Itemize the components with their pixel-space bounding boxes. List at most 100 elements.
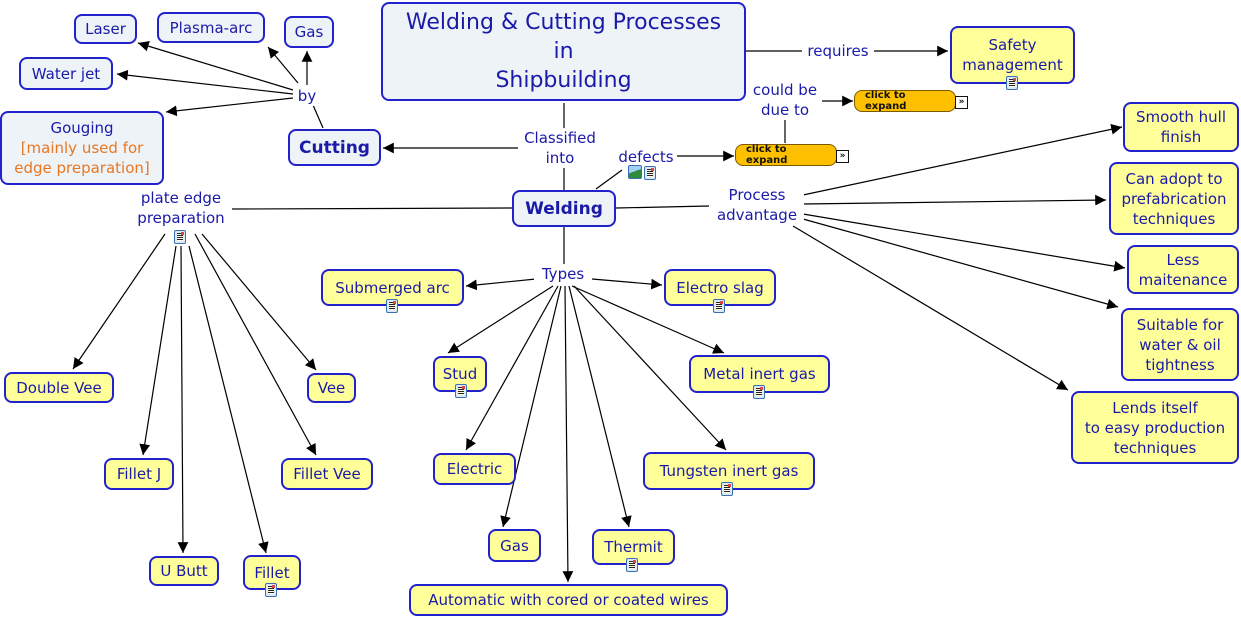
link-advantage-maint [802,213,1126,272]
thermit-label: Thermit [604,538,663,556]
root-concept-welding-cutting-shipbuilding[interactable]: Welding & Cutting Processes in Shipbuild… [381,2,746,101]
document-resource-icon[interactable] [174,230,186,244]
root-line-2: in [553,39,574,64]
cutting-label: Cutting [299,137,370,158]
document-resource-icon[interactable] [265,583,277,597]
document-resource-icon[interactable] [455,384,467,398]
link-types-thermit [568,285,632,528]
process-advantage-line-1: Process [728,186,786,204]
electric-label: Electric [446,460,503,478]
tungsten-inert-gas-label: Tungsten inert gas [659,462,799,480]
concept-fillet-vee[interactable]: Fillet Vee [281,458,373,490]
link-edgeprep-fillet [188,245,269,554]
link-by-laser [137,40,294,91]
link-types-electroslag [591,278,663,290]
classified-line-2: into [545,149,575,167]
document-resource-icon[interactable] [386,299,398,313]
laser-label: Laser [85,20,126,38]
concept-automatic-cored-coated-wires[interactable]: Automatic with cored or coated wires [409,584,728,616]
link-types-submerged [465,278,537,291]
document-resource-icon[interactable] [721,482,733,496]
concept-vee[interactable]: Vee [307,373,356,403]
concept-u-butt[interactable]: U Butt [149,556,219,586]
process-advantage-line-2: advantage [716,206,798,224]
fillet-vee-label: Fillet Vee [293,465,361,483]
could-be-line-2: due to [760,101,810,119]
concept-electric[interactable]: Electric [433,453,516,485]
link-by-gouging [165,97,294,117]
concept-prefabrication[interactable]: Can adopt to prefabrication techniques [1109,162,1239,235]
concept-tungsten-inert-gas[interactable]: Tungsten inert gas [643,452,815,490]
automatic-label: Automatic with cored or coated wires [428,591,709,609]
expand-chevron-icon[interactable]: » [836,150,849,163]
gouging-note-line-2: edge preparation] [14,159,150,177]
concept-easy-production[interactable]: Lends itself to easy production techniqu… [1071,391,1239,464]
smooth-line-2: finish [1160,128,1202,146]
welding-label: Welding [525,198,603,219]
concept-gas-cutting[interactable]: Gas [284,16,334,48]
classified-line-1: Classified [524,129,596,147]
concept-safety-management[interactable]: Safety management [950,26,1075,84]
link-types-automatic [562,285,574,583]
link-types-stud [447,285,554,354]
link-advantage-prefab [802,194,1107,206]
concept-cutting[interactable]: Cutting [288,129,381,166]
click-to-expand-defects-button[interactable]: click to expand [735,144,837,166]
link-edgeprep-vee [201,233,317,371]
link-types-gas [500,285,562,528]
link-label-process-advantage: Process advantage [710,185,804,225]
image-resource-icon[interactable] [628,165,642,179]
document-resource-icon[interactable] [713,299,725,313]
link-advantage-lends [792,225,1069,391]
fillet-label: Fillet [254,563,290,582]
link-edgeprep-filletvee [194,233,317,456]
root-line-1: Welding & Cutting Processes [405,10,722,35]
expand-chevron-icon[interactable]: » [955,96,968,109]
concept-water-jet[interactable]: Water jet [19,57,113,90]
suitable-line-1: Suitable for [1136,315,1224,334]
gas-cutting-label: Gas [294,23,324,41]
document-resource-icon[interactable] [753,385,765,399]
fillet-j-label: Fillet J [116,465,162,483]
concept-gas-welding[interactable]: Gas [488,529,541,562]
prefab-line-2: prefabrication [1121,189,1227,208]
safety-line-2: management [962,56,1063,74]
link-label-could-be-due-to: could be due to [748,80,822,120]
link-edgeprep-ubutt [177,245,189,554]
suitable-line-3: tightness [1145,355,1215,374]
link-edgeprep-filletj [139,245,177,456]
concept-plasma-arc[interactable]: Plasma-arc [157,12,265,43]
concept-less-maintenance[interactable]: Less maitenance [1127,245,1239,294]
link-advantage-suitable [802,218,1119,310]
concept-smooth-hull-finish[interactable]: Smooth hull finish [1123,102,1239,152]
concept-laser[interactable]: Laser [74,14,137,44]
maint-line-2: maitenance [1138,270,1228,289]
expand-label: click to expand [746,144,788,166]
lends-line-2: to easy production [1084,418,1226,437]
link-types-mig [571,285,725,354]
concept-welding[interactable]: Welding [512,190,616,227]
prefab-line-1: Can adopt to [1125,169,1223,188]
plasma-arc-label: Plasma-arc [169,18,253,37]
gouging-label: Gouging [50,119,114,137]
link-label-types: Types [534,264,592,284]
expand-label: click to expand [865,90,907,112]
concept-water-oil-tightness[interactable]: Suitable for water & oil tightness [1121,308,1239,381]
concept-double-vee[interactable]: Double Vee [4,372,114,403]
plate-edge-line-2: preparation [137,209,225,227]
document-resource-icon[interactable] [626,558,638,572]
double-vee-label: Double Vee [16,378,102,397]
maint-line-1: Less [1166,250,1200,269]
document-resource-icon[interactable] [644,166,656,180]
submerged-arc-label: Submerged arc [335,278,450,297]
prefab-line-3: techniques [1132,209,1216,228]
gas-welding-label: Gas [500,536,529,555]
document-resource-icon[interactable] [1006,76,1018,90]
link-by-waterjet [116,69,294,95]
concept-gouging[interactable]: Gouging [mainly used for edge preparatio… [0,111,164,185]
electro-slag-label: Electro slag [676,278,764,297]
click-to-expand-causes-button[interactable]: click to expand [854,90,956,112]
concept-fillet-j[interactable]: Fillet J [104,458,174,490]
water-jet-label: Water jet [31,64,101,83]
